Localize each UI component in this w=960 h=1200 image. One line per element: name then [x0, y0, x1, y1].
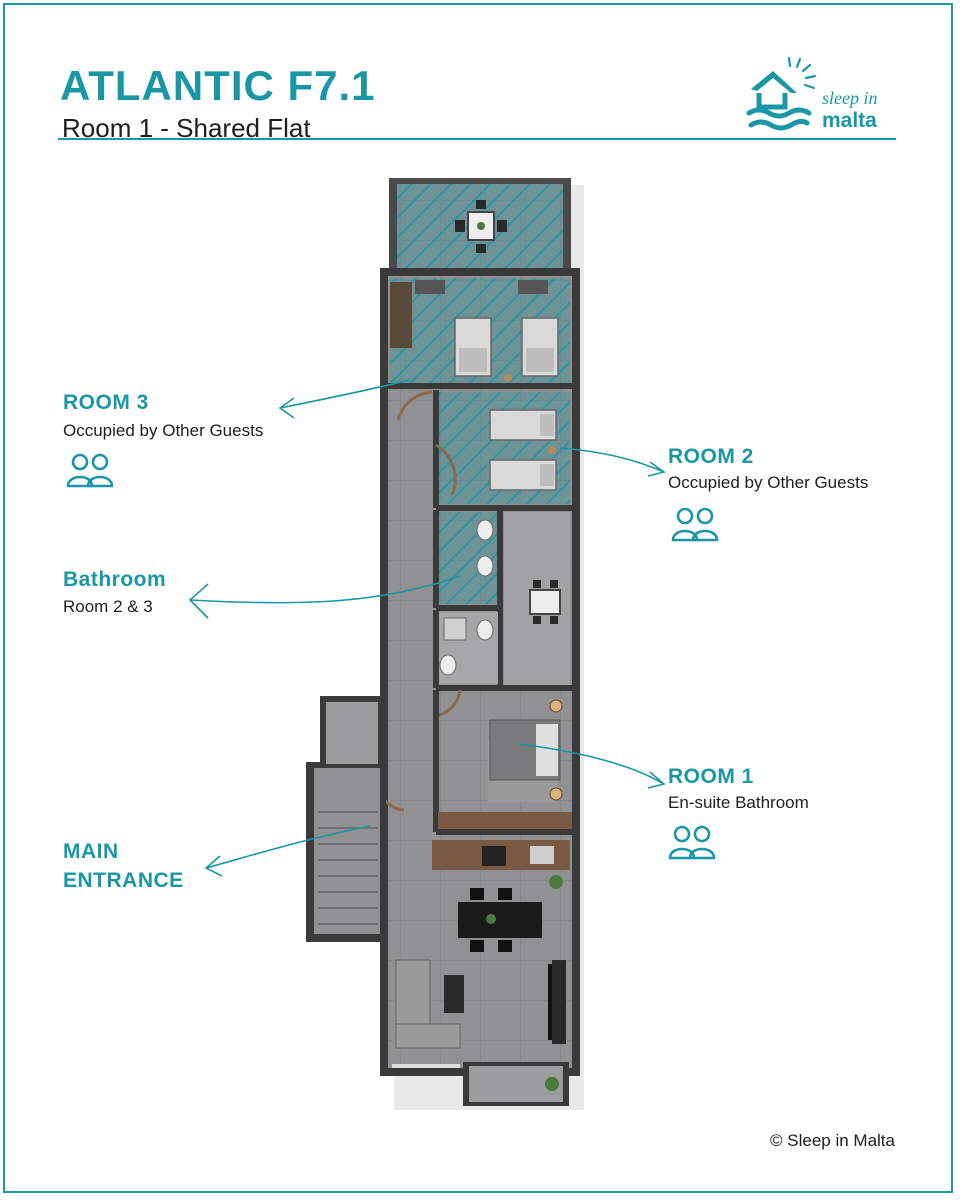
room2-label: ROOM 2: [668, 445, 754, 468]
room1-desc: En-suite Bathroom: [668, 793, 809, 812]
arrow-entrance: [205, 825, 371, 869]
arrow-bathroom: [189, 575, 461, 604]
two-people-icon: [671, 507, 719, 542]
study-nook: [504, 512, 570, 688]
logo-line1: sleep in: [822, 88, 878, 108]
page-title: ATLANTIC F7.1: [60, 62, 376, 109]
logo-text: sleep in malta: [822, 88, 878, 133]
shared-bathroom-area: [433, 510, 503, 690]
bottom-balcony: [392, 1062, 569, 1106]
room2-desc: Occupied by Other Guests: [668, 473, 869, 492]
arrow-room2: [559, 447, 665, 473]
bathroom-label: Bathroom: [63, 568, 167, 591]
room1-label: ROOM 1: [668, 765, 754, 788]
two-people-icon: [668, 825, 716, 860]
entrance-label-line2: ENTRANCE: [63, 869, 184, 892]
room3-desc: Occupied by Other Guests: [63, 421, 264, 440]
stairwell: [306, 696, 386, 942]
room-3-area: [388, 278, 572, 389]
logo-line2: malta: [822, 109, 877, 132]
room3-label: ROOM 3: [63, 391, 149, 414]
kitchen-area: [432, 840, 570, 889]
arrow-room3: [279, 379, 411, 409]
room-2-area: [433, 390, 572, 511]
pointer-arrows: [188, 379, 666, 877]
two-people-icon: [66, 453, 114, 488]
entrance-label-line1: MAIN: [63, 840, 119, 863]
bathroom-desc: Room 2 & 3: [63, 597, 153, 616]
page-frame: [3, 3, 953, 1193]
copyright: © Sleep in Malta: [770, 1131, 895, 1150]
title-underline: [58, 138, 896, 140]
hall-door: [396, 390, 433, 421]
sleep-in-malta-logo: [746, 56, 817, 131]
ensuite-bathroom-area: [433, 610, 500, 718]
arrow-room1: [519, 743, 665, 785]
dining-area: [458, 888, 542, 952]
living-area: [395, 959, 566, 1049]
top-terrace: [389, 178, 571, 273]
